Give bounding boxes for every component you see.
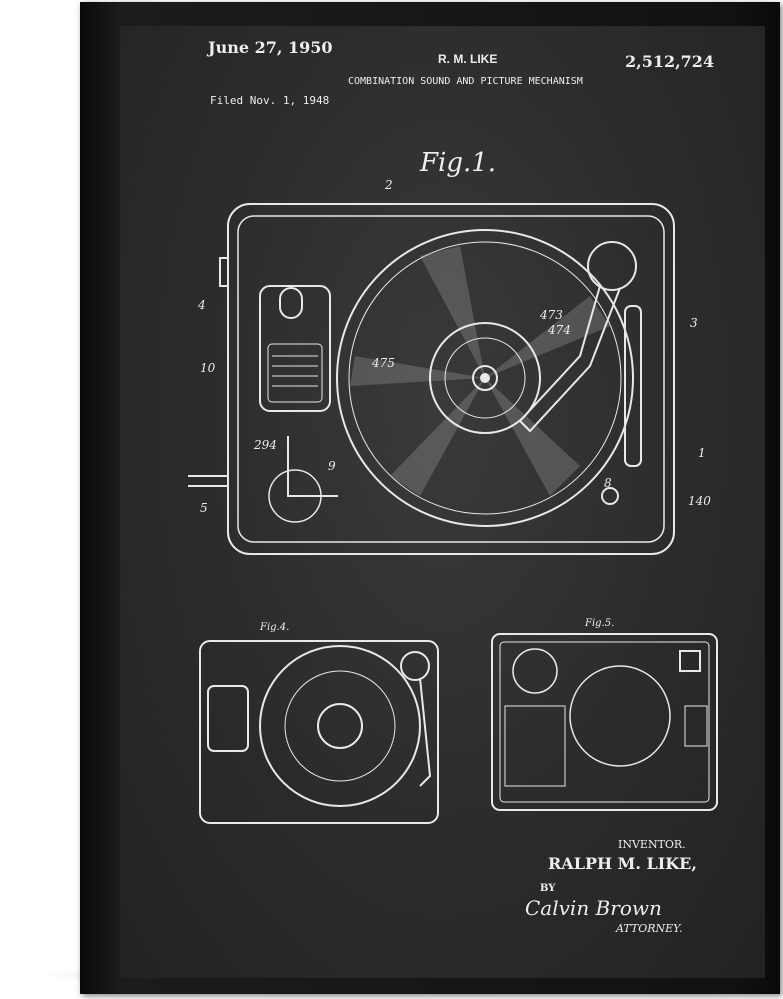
reference-numeral: 475 (372, 356, 395, 370)
fig1-label: Fig.1. (420, 148, 497, 178)
fig4-label: Fig.4. (260, 622, 290, 633)
reference-numeral: 1 (698, 446, 706, 460)
inventor-short: R. M. LIKE (438, 52, 498, 66)
attorney-signature: Calvin Brown (525, 896, 662, 920)
attorney-label: ATTORNEY. (616, 922, 683, 935)
filed-date: Filed Nov. 1, 1948 (210, 94, 330, 107)
reference-numeral: 2 (385, 178, 393, 192)
reference-numeral: 294 (254, 438, 277, 452)
reference-numeral: 474 (548, 323, 571, 337)
reference-numeral: 5 (200, 501, 208, 515)
inventor-name: RALPH M. LIKE, (548, 854, 697, 873)
reference-numeral: 8 (604, 476, 612, 490)
reference-numeral: 473 (540, 308, 563, 322)
patent-date: June 27, 1950 (208, 38, 333, 57)
by-label: BY (540, 883, 556, 894)
reference-numeral: 4 (198, 298, 206, 312)
reference-numeral: 140 (688, 494, 711, 508)
inventor-label: INVENTOR. (618, 838, 686, 851)
patent-number: 2,512,724 (625, 52, 715, 71)
reference-numeral: 9 (328, 459, 336, 473)
patent-canvas: June 27, 1950 R. M. LIKE 2,512,724 COMBI… (120, 26, 765, 978)
reference-numeral: 3 (690, 316, 698, 330)
patent-title: COMBINATION SOUND AND PICTURE MECHANISM (348, 76, 583, 87)
reference-numeral: 10 (200, 361, 216, 375)
fig5-label: Fig.5. (585, 618, 615, 629)
turntable-drawings (188, 203, 718, 824)
picture-frame: June 27, 1950 R. M. LIKE 2,512,724 COMBI… (80, 2, 780, 994)
